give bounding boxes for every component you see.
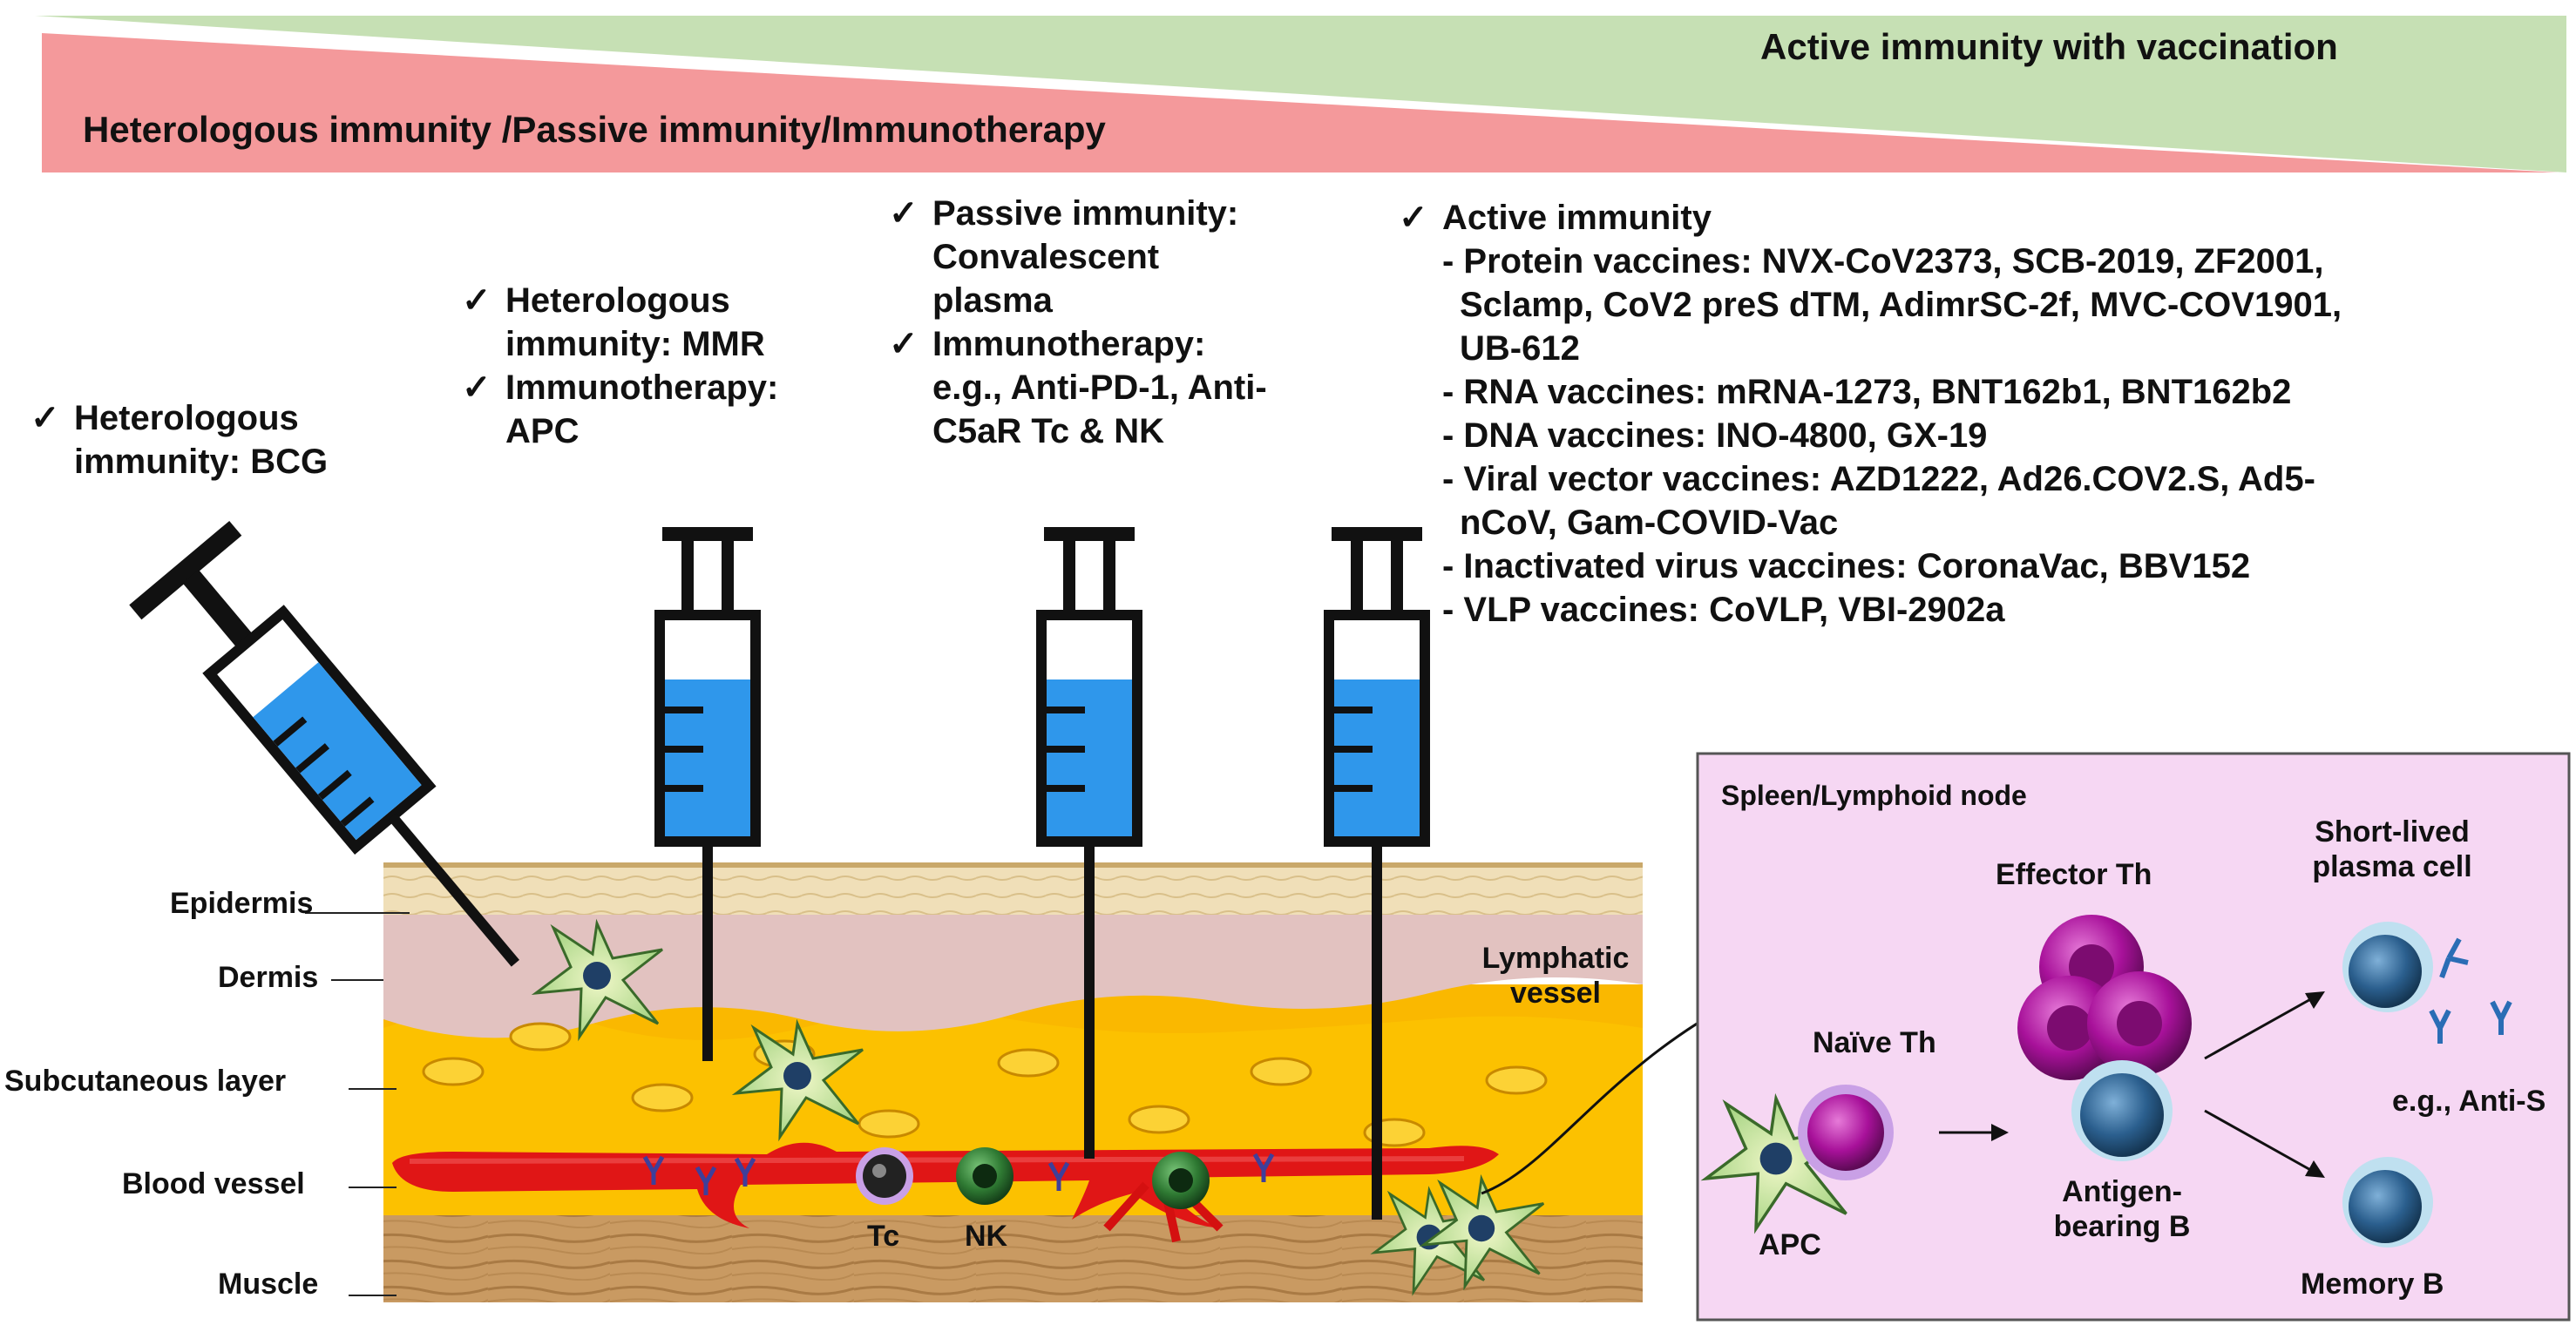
- passive-immunity-band: [42, 33, 2558, 172]
- vaccine-item: - Inactivated virus vaccines: CoronaVac,…: [1442, 547, 2251, 585]
- check-icon: ✓: [1399, 199, 1428, 237]
- label-lymphatic-vessel: Lymphatic vessel: [1481, 942, 1630, 1010]
- spleen-title: Spleen/Lymphoid node: [1721, 780, 2027, 811]
- apc-naive-th-group: [1700, 1085, 1894, 1234]
- apc-cell-dermis: [531, 918, 663, 1042]
- vaccine-item: - VLP vaccines: CoVLP, VBI-2902a: [1442, 591, 2005, 629]
- nk-cell-1: [956, 1147, 1013, 1205]
- apc-cell-subcutaneous: [731, 1018, 864, 1142]
- label-dermis: Dermis: [218, 961, 319, 994]
- label-anti-s: e.g., Anti-S: [2392, 1085, 2546, 1118]
- blood-vessel: [392, 1142, 1499, 1228]
- vaccine-item: - RNA vaccines: mRNA-1273, BNT162b1, BNT…: [1442, 373, 2292, 411]
- label-epidermis: Epidermis: [170, 887, 314, 920]
- vaccine-item: nCoV, Gam-COVID-Vac: [1460, 504, 1839, 542]
- column-active-immunity: ✓Active immunity - Protein vaccines: NVX…: [1399, 196, 2342, 632]
- epidermis-layer: [383, 862, 1643, 915]
- active-immunity-label: Active immunity with vaccination: [1760, 26, 2338, 67]
- column-mmr-apc: ✓Heterologous immunity: MMR ✓Immunothera…: [462, 279, 778, 453]
- check-icon: ✓: [462, 368, 491, 407]
- memory-b-cell: [2342, 1157, 2433, 1247]
- label-muscle: Muscle: [218, 1268, 319, 1301]
- dermis-layer: [383, 910, 1643, 1038]
- label-naive-th: Naïve Th: [1813, 1026, 1936, 1059]
- label-blood-vessel: Blood vessel: [122, 1167, 305, 1200]
- anti-s-antibodies: [2429, 937, 2512, 1044]
- label-apc: APC: [1759, 1228, 1821, 1261]
- column-bcg: ✓Heterologous immunity: BCG: [31, 396, 328, 483]
- plasma-cell: [2342, 922, 2433, 1012]
- antigen-bearing-b-cell: [2071, 1060, 2173, 1161]
- vaccine-item: - Viral vector vaccines: AZD1222, Ad26.C…: [1442, 460, 2315, 498]
- label-memory-b: Memory B: [2301, 1268, 2444, 1301]
- check-icon: ✓: [889, 194, 919, 233]
- column-passive-immunotherapy: ✓Passive immunity: Convalescent plasma ✓…: [889, 192, 1267, 453]
- label-short-lived-plasma: Short-lived plasma cell: [2312, 815, 2472, 883]
- apc-cells-lymphatic: [1370, 1173, 1545, 1296]
- tc-cell: [856, 1147, 913, 1205]
- vaccine-item: Sclamp, CoV2 preS dTM, AdimrSC-2f, MVC-C…: [1460, 286, 2342, 324]
- label-nk: NK: [965, 1220, 1008, 1253]
- syringe-4: [1324, 527, 1430, 1220]
- label-subcutaneous: Subcutaneous layer: [4, 1065, 287, 1098]
- label-effector-th: Effector Th: [1996, 858, 2152, 891]
- check-icon: ✓: [889, 325, 919, 363]
- vaccine-item: - DNA vaccines: INO-4800, GX-19: [1442, 416, 1988, 455]
- check-icon: ✓: [31, 399, 60, 437]
- label-antigen-bearing-b: Antigen- bearing B: [2053, 1175, 2191, 1243]
- vaccine-item: UB-612: [1460, 329, 1580, 368]
- syringe-2: [654, 527, 761, 1061]
- check-icon: ✓: [462, 281, 491, 320]
- lymphatic-arrow: [1481, 1000, 1735, 1195]
- label-tc: Tc: [867, 1220, 900, 1253]
- syringe-3: [1036, 527, 1142, 1159]
- vaccine-item: - Protein vaccines: NVX-CoV2373, SCB-201…: [1442, 242, 2324, 281]
- syringe-1: [129, 520, 519, 967]
- passive-immunity-label: Heterologous immunity /Passive immunity/…: [83, 109, 1106, 150]
- effector-th-cluster: [2017, 915, 2192, 1080]
- active-immunity-band: [35, 16, 2566, 172]
- nk-cell-2: [1103, 1152, 1224, 1243]
